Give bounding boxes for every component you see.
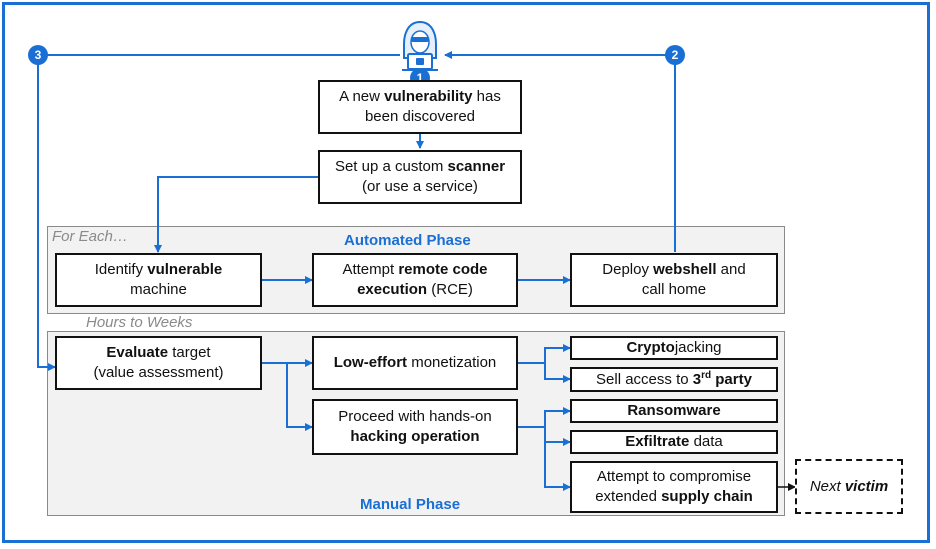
node-low-effort-monetization: Low-effort monetization: [312, 336, 518, 390]
manual-phase-title: Manual Phase: [360, 496, 461, 513]
node-cryptojacking: Cryptojacking: [570, 336, 778, 360]
automated-phase-title: Automated Phase: [344, 232, 471, 249]
hooded-hacker-icon: [396, 18, 444, 76]
node-next-victim: Next victim: [795, 459, 903, 514]
node-exfiltrate-data: Exfiltrate data: [570, 430, 778, 454]
node-ransomware: Ransomware: [570, 399, 778, 423]
for-each-label: For Each…: [52, 228, 128, 245]
node-setup-scanner: Set up a custom scanner(or use a service…: [318, 150, 522, 204]
node-sell-access: Sell access to 3rd party: [570, 367, 778, 392]
step-badge-3: 3: [28, 45, 48, 65]
diagram-frame: [2, 2, 930, 543]
node-evaluate-target: Evaluate target(value assessment): [55, 336, 262, 390]
loop-3-arrow: [37, 54, 400, 371]
hours-to-weeks-label: Hours to Weeks: [86, 314, 193, 331]
step-badge-2: 2: [665, 45, 685, 65]
